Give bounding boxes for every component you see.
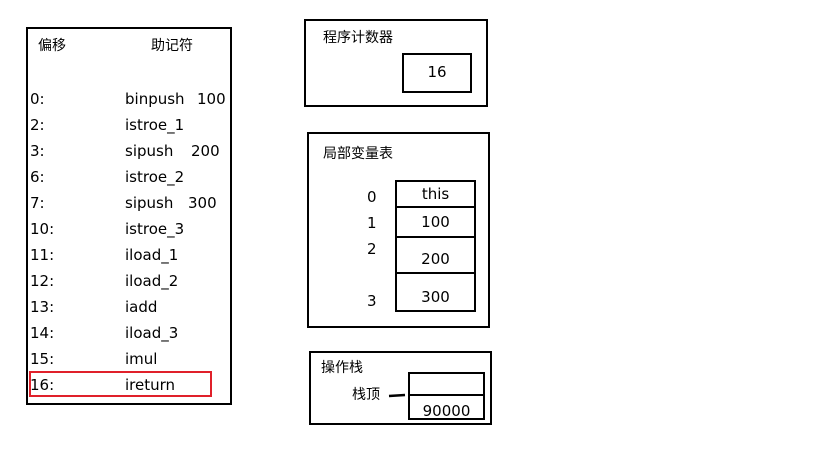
program-counter-box: 程序计数器 16: [304, 19, 488, 107]
offset-header: 偏移: [38, 38, 66, 54]
bytecode-row: 13: iadd: [28, 298, 230, 324]
bytecode-row: 3: sipush 200: [28, 142, 230, 168]
slot-cell: this: [395, 180, 476, 208]
bytecode-row: 2: istroe_1: [28, 116, 230, 142]
stack-bottom-cell: 90000: [408, 394, 485, 420]
stack-top-cell: [408, 372, 485, 396]
row-argument: 200: [191, 142, 220, 160]
slot-value: 300: [421, 288, 450, 306]
row-offset: 10:: [30, 220, 55, 238]
bytecode-row: 11: iload_1: [28, 246, 230, 272]
row-offset: 13:: [30, 298, 55, 316]
row-offset: 14:: [30, 324, 55, 342]
row-instruction: imul: [125, 350, 158, 368]
slot-index: 1: [367, 214, 377, 232]
operand-stack-title: 操作栈: [321, 360, 363, 376]
slot-index: 3: [367, 292, 377, 310]
row-offset: 2:: [30, 116, 45, 134]
slot-index: 2: [367, 240, 377, 258]
row-instruction: binpush: [125, 90, 185, 108]
slot-value: 100: [421, 213, 450, 231]
bytecode-row: 6: istroe_2: [28, 168, 230, 194]
slot-cell: 300: [395, 272, 476, 312]
bytecode-row: 10: istroe_3: [28, 220, 230, 246]
row-instruction: sipush: [125, 142, 174, 160]
slot-index: 0: [367, 188, 377, 206]
mnemonic-header: 助记符: [151, 38, 193, 54]
row-instruction: istroe_2: [125, 168, 185, 186]
row-argument: 300: [188, 194, 217, 212]
bytecode-row: 12: iload_2: [28, 272, 230, 298]
row-offset: 6:: [30, 168, 45, 186]
local-variable-table: 局部变量表 0 1 2 3 this 100 200 300: [307, 132, 490, 328]
slot-cell: 200: [395, 236, 476, 274]
row-offset: 0:: [30, 90, 45, 108]
stack-top-pointer-icon: [388, 393, 406, 398]
row-instruction: iadd: [125, 298, 158, 316]
row-offset: 16:: [30, 376, 55, 394]
slot-cell: 100: [395, 206, 476, 238]
row-offset: 11:: [30, 246, 55, 264]
slot-value: this: [421, 185, 450, 203]
stack-bottom-value: 90000: [422, 402, 471, 420]
row-argument: 100: [197, 90, 226, 108]
program-counter-title: 程序计数器: [323, 30, 393, 46]
row-offset: 12:: [30, 272, 55, 290]
bytecode-row: 0: binpush 100: [28, 90, 230, 116]
row-offset: 15:: [30, 350, 55, 368]
current-instruction-highlight: [29, 371, 212, 397]
stack-top-label: 栈顶: [352, 387, 380, 403]
slot-value: 200: [421, 250, 450, 268]
bytecode-row-current: 16: ireturn: [28, 376, 230, 402]
program-counter-value: 16: [427, 63, 447, 81]
bytecode-table: 偏移 助记符 0: binpush 100 2: istroe_1 3: sip…: [26, 27, 232, 405]
row-instruction: istroe_3: [125, 220, 185, 238]
row-instruction: iload_1: [125, 246, 179, 264]
bytecode-row: 7: sipush 300: [28, 194, 230, 220]
row-instruction: istroe_1: [125, 116, 185, 134]
bytecode-row: 14: iload_3: [28, 324, 230, 350]
bytecode-row: 15: imul: [28, 350, 230, 376]
row-instruction: iload_2: [125, 272, 179, 290]
row-offset: 7:: [30, 194, 45, 212]
local-variable-title: 局部变量表: [323, 146, 393, 162]
program-counter-value-box: 16: [402, 53, 472, 93]
row-instruction: iload_3: [125, 324, 179, 342]
row-instruction: ireturn: [125, 376, 176, 394]
row-instruction: sipush: [125, 194, 174, 212]
operand-stack-box: 操作栈 栈顶 90000: [309, 351, 492, 425]
row-offset: 3:: [30, 142, 45, 160]
